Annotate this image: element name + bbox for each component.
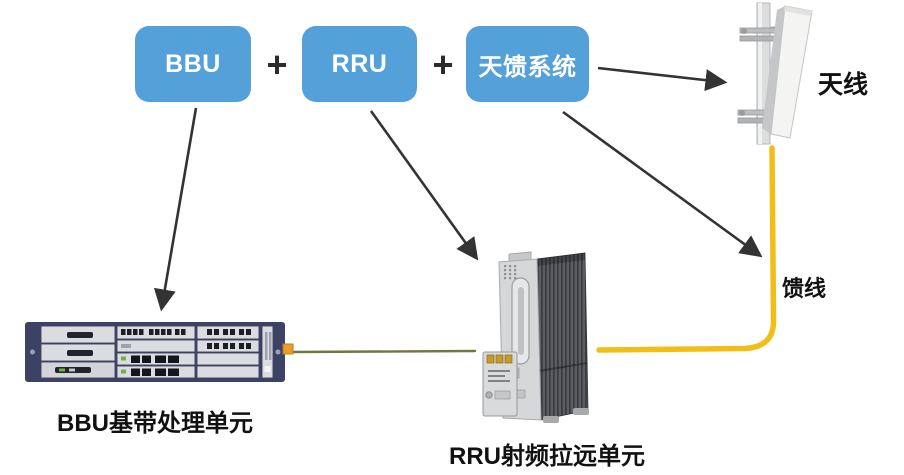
bbu-slot-modules-middle: [116, 325, 196, 379]
rru-heatsink: [536, 252, 589, 421]
rru-outdoor-unit-illustration: [482, 251, 589, 423]
arrow-rru-to-equipment: [369, 110, 479, 261]
node-antenna-feeder-system: 天馈系统: [466, 26, 589, 102]
rru-mounting-feet: [543, 408, 589, 423]
bbu-caption: BBU基带处理单元: [57, 410, 253, 437]
rru-handle: [511, 277, 530, 365]
arrow-bbu-to-equipment: [153, 107, 198, 312]
bbu-slot-modules-right: [196, 325, 260, 379]
antenna-panel: [762, 5, 813, 139]
arrow-feedersystem-to-feeder: [562, 110, 763, 258]
node-bbu: BBU: [135, 26, 251, 102]
rru-caption: RRU射频拉远单元: [449, 443, 645, 470]
node-antenna-feeder-system-label: 天馈系统: [478, 53, 577, 81]
bbu-slot-modules-left: [40, 325, 116, 379]
bbu-fan-module: [261, 325, 274, 379]
plus-operator-1: +: [266, 44, 288, 85]
feeder-label: 馈线: [782, 276, 827, 301]
plus-operator-2: +: [432, 44, 454, 85]
rru-connector-box: [482, 351, 518, 417]
antenna-label: 天线: [818, 71, 869, 99]
panel-antenna-illustration: [737, 2, 813, 145]
bbu-rru-cable-line: [290, 349, 477, 354]
node-rru: RRU: [302, 26, 417, 102]
bbu-rack-unit-illustration: [25, 322, 294, 382]
arrow-feedersystem-to-antenna: [597, 66, 728, 92]
node-bbu-label: BBU: [165, 49, 221, 78]
bbu-optical-port: [282, 343, 294, 355]
node-rru-label: RRU: [331, 49, 388, 78]
feeder-cable-line: [596, 145, 777, 353]
